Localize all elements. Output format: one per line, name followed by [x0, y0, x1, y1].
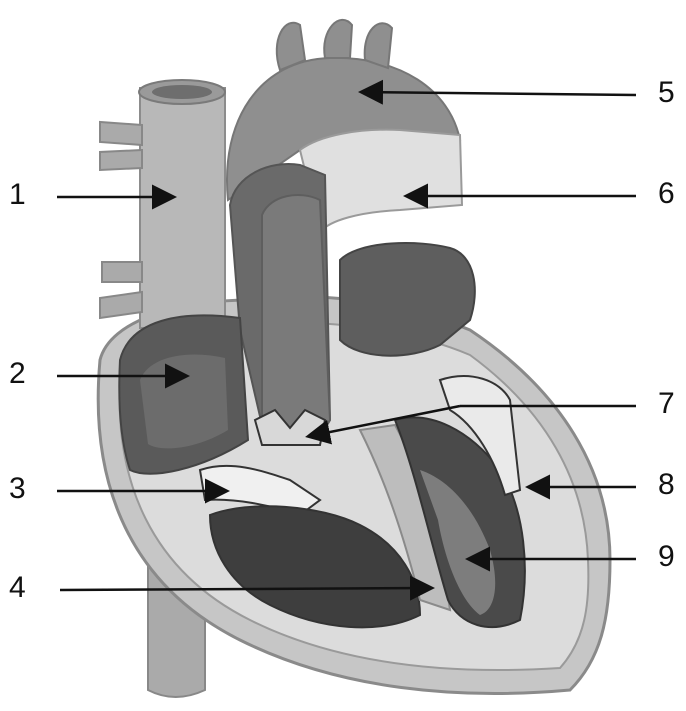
vein-branch-upper — [100, 122, 142, 145]
vein-branch-middle — [100, 150, 142, 170]
superior-vena-cava — [140, 88, 225, 328]
vein-branch-lower-a — [102, 262, 142, 282]
aortic-branch-2 — [324, 20, 352, 58]
label-7: 7 — [658, 389, 675, 419]
aorta-column — [262, 195, 330, 439]
label-9: 9 — [658, 542, 675, 572]
vena-cava-lumen — [152, 85, 212, 99]
label-5: 5 — [658, 78, 675, 108]
right-atrium-highlight — [140, 354, 228, 448]
label-4: 4 — [9, 573, 26, 603]
label-3: 3 — [9, 474, 26, 504]
vein-branch-lower-b — [100, 292, 142, 318]
label-1: 1 — [9, 180, 26, 210]
label-6: 6 — [658, 179, 675, 209]
aortic-branch-3 — [365, 23, 392, 68]
label-2: 2 — [9, 359, 26, 389]
label-8: 8 — [658, 470, 675, 500]
